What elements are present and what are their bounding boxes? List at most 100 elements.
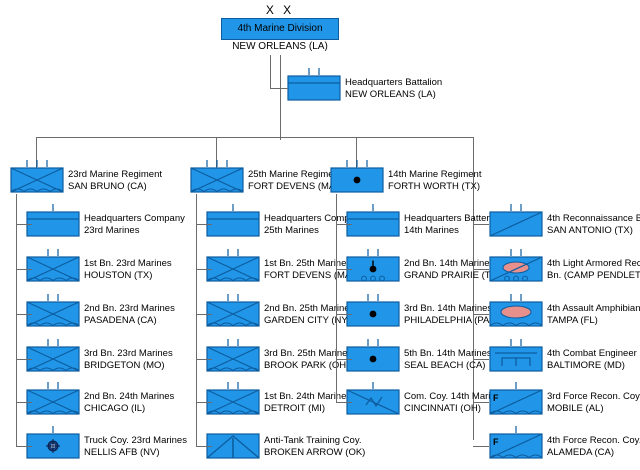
connector-line [196,269,212,270]
connector-line [16,269,32,270]
connector-line [473,224,489,225]
connector-line [16,314,32,315]
unit-location: FORT DEVENS (MA) [264,269,355,281]
connector-line [36,137,473,138]
unit-location: BROKEN ARROW (OK) [264,446,366,458]
assault-amphibian-icon [489,292,543,328]
unit-label: 4th Force Recon. Coy.ALAMEDA (CA) [547,435,640,458]
connector-line [16,224,32,225]
signal-icon [346,380,400,416]
unit-name: 4th Reconnaissance Bn. [547,213,640,224]
unit-location: BROOK PARK (OH) [264,359,350,371]
unit-location: GARDEN CITY (NY) [264,314,351,326]
headquarters-company-icon [206,202,260,238]
connector-line [36,137,37,168]
unit-name: 1st Bn. 25th Marines [264,258,352,269]
anti-tank-icon [206,424,260,460]
headquarters-battalion-icon [287,66,341,102]
unit-label: Anti-Tank Training Coy.BROKEN ARROW (OK) [264,435,365,458]
division-name: 4th Marine Division [237,23,323,34]
connector-line [270,88,288,89]
unit-label: 4th Light Armored Recon.Bn. (CAMP PENDLE… [547,258,640,281]
unit-name: 3rd Force Recon. Coy. [547,391,640,402]
unit-name: Headquarters Company [84,213,185,224]
unit-location: GRAND PRAIRIE (TX) [404,269,501,281]
connector-line [196,446,212,447]
connector-line [280,55,281,140]
connector-line [196,194,197,446]
unit-location: Bn. (CAMP PENDLETON [547,269,640,281]
infantry-amphibious-icon [206,380,260,416]
connector-line [216,137,217,168]
unit-name: 2nd Bn. 24th Marines [84,391,175,402]
unit-label: 4th Assault Amphibian Bn.TAMPA (FL) [547,303,640,326]
unit-name: 23rd Marine Regiment [68,169,162,180]
infantry-amphibious-icon [26,337,80,373]
connector-line [336,402,352,403]
unit-name: 5th Bn. 14th Marines [404,348,492,359]
unit-name: 3rd Bn. 23rd Marines [84,348,173,359]
unit-label: 4th Reconnaissance Bn.SAN ANTONIO (TX) [547,213,640,236]
connector-line [473,137,474,440]
infantry-amphibious-icon [206,292,260,328]
unit-location: ALAMEDA (CA) [547,446,615,458]
infantry-amphibious-icon [206,337,260,373]
light-armored-recon-icon [489,247,543,283]
unit-location: SEAL BEACH (CA) [404,359,486,371]
unit-name: 4th Light Armored Recon. [547,258,640,269]
connector-line [473,446,489,447]
unit-location: 14th Marines [404,224,459,236]
unit-name: Com. Coy. 14th Marines [404,391,506,402]
unit-location: NELLIS AFB (NV) [84,446,160,458]
connector-line [473,402,489,403]
connector-line [473,269,489,270]
unit-name: 3rd Bn. 25th Marines [264,348,353,359]
infantry-amphibious-icon [10,158,64,194]
unit-name: 25th Marine Regiment [248,169,342,180]
unit-label: 4th Combat Engineer Bn.BALTIMORE (MD) [547,348,640,371]
unit-location: BRIDGETON (MO) [84,359,165,371]
unit-location: CINCINNATI (OH) [404,402,481,414]
connector-line [336,314,352,315]
unit-name: 14th Marine Regiment [388,169,482,180]
connector-line [16,446,32,447]
unit-name: Anti-Tank Training Coy. [264,435,362,446]
connector-line [356,137,357,168]
unit-name: Headquarters Company [264,213,365,224]
infantry-amphibious-icon [190,158,244,194]
combat-engineer-icon [489,337,543,373]
connector-line [196,402,212,403]
unit-name: 4th Assault Amphibian Bn. [547,303,640,314]
unit-name: 1st Bn. 23rd Marines [84,258,172,269]
connector-line [336,194,337,402]
connector-line [16,402,32,403]
unit-location: TAMPA (FL) [547,314,598,326]
unit-location: FORT DEVENS (MA) [248,180,339,192]
artillery-icon [346,337,400,373]
unit-name: 2nd Bn. 14th Marines [404,258,495,269]
division-box: 4th Marine Division [221,18,339,40]
connector-line [16,194,17,446]
unit-name: 3rd Bn. 14th Marines [404,303,493,314]
unit-name: 1st Bn. 24th Marines [264,391,352,402]
unit-name: Headquarters Battery [404,213,495,224]
infantry-amphibious-icon [26,247,80,283]
unit-location: PHILADELPHIA (PA) [404,314,493,326]
headquarters-company-icon [26,202,80,238]
rocket-artillery-wheeled-icon [346,247,400,283]
unit-location: 23rd Marines [84,224,140,236]
